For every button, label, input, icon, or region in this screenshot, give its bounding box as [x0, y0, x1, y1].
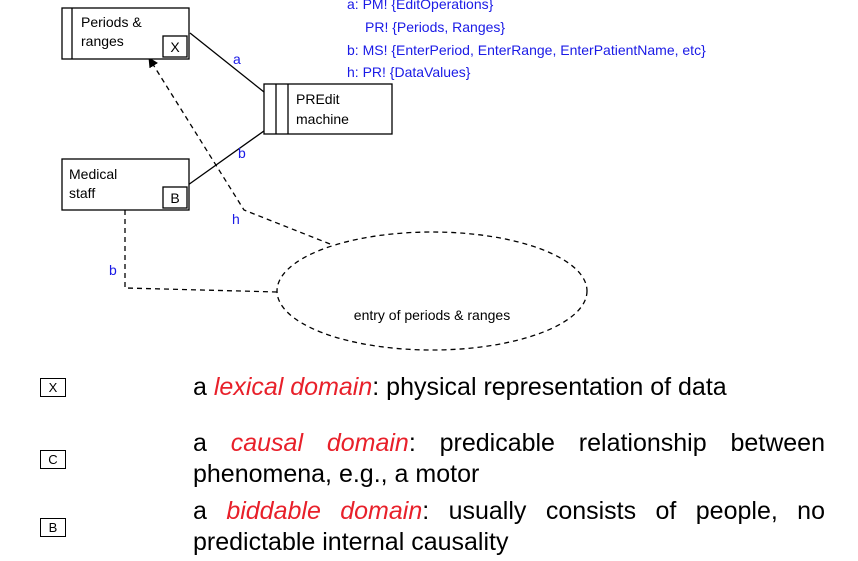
machine-label-line1: PREdit: [296, 91, 340, 107]
requirement-label: entry of periods & ranges: [354, 307, 510, 323]
legend-marker-biddable: B: [40, 518, 66, 537]
lexical-marker: X: [170, 39, 180, 55]
interface-label-b-machine: b: [238, 145, 246, 161]
interface-label-b-requirement: b: [109, 262, 117, 278]
domain-periods-label-line2: ranges: [81, 33, 124, 49]
machine-label-line2: machine: [296, 111, 349, 127]
legend-prefix: a: [193, 429, 231, 457]
spec-line-a2: PR! {Periods, Ranges}: [365, 19, 505, 35]
domain-staff-label-line1: Medical: [69, 166, 117, 182]
problem-diagram: Periods & ranges X PREdit machine Medica…: [61, 0, 706, 351]
legend-term-causal: causal domain: [230, 429, 409, 457]
legend-marker-lexical: X: [40, 378, 66, 397]
legend-text-lexical: a lexical domain: physical representatio…: [193, 372, 825, 403]
legend-desc-biddable: : usually consists of people, no predict…: [193, 497, 825, 556]
domain-medical-staff: Medical staff B: [61, 158, 190, 211]
domain-staff-label-line2: staff: [69, 185, 95, 201]
spec-line-b: b: MS! {EnterPeriod, EnterRange, EnterPa…: [347, 42, 706, 58]
interface-a-line: [189, 32, 265, 93]
biddable-marker: B: [170, 190, 179, 206]
legend-desc-causal: : predicable relationship between phenom…: [193, 429, 825, 488]
interface-label-h: h: [232, 211, 240, 227]
legend-prefix: a: [193, 373, 214, 401]
requirement-reference-h: [148, 57, 331, 245]
legend-desc-lexical: : physical representation of data: [372, 373, 727, 401]
interface-label-a: a: [233, 51, 241, 67]
spec-line-h: h: PR! {DataValues}: [347, 64, 471, 80]
machine-predit: PREdit machine: [263, 83, 393, 135]
legend-prefix: a: [193, 497, 227, 525]
requirement-reference-b: [124, 210, 279, 293]
domain-periods-ranges: Periods & ranges X: [61, 7, 190, 60]
legend-text-biddable: a biddable domain: usually consists of p…: [193, 496, 825, 558]
legend-text-causal: a causal domain: predicable relationship…: [193, 428, 825, 490]
legend-marker-causal: C: [40, 450, 66, 469]
spec-line-a: a: PM! {EditOperations}: [347, 0, 494, 12]
legend-term-lexical: lexical domain: [213, 373, 373, 401]
interface-b-line: [187, 120, 279, 186]
requirement-oval: entry of periods & ranges: [276, 231, 588, 351]
domain-periods-label-line1: Periods &: [81, 14, 142, 30]
legend-term-biddable: biddable domain: [226, 497, 423, 525]
interface-specification: a: PM! {EditOperations} PR! {Periods, Ra…: [347, 0, 706, 80]
